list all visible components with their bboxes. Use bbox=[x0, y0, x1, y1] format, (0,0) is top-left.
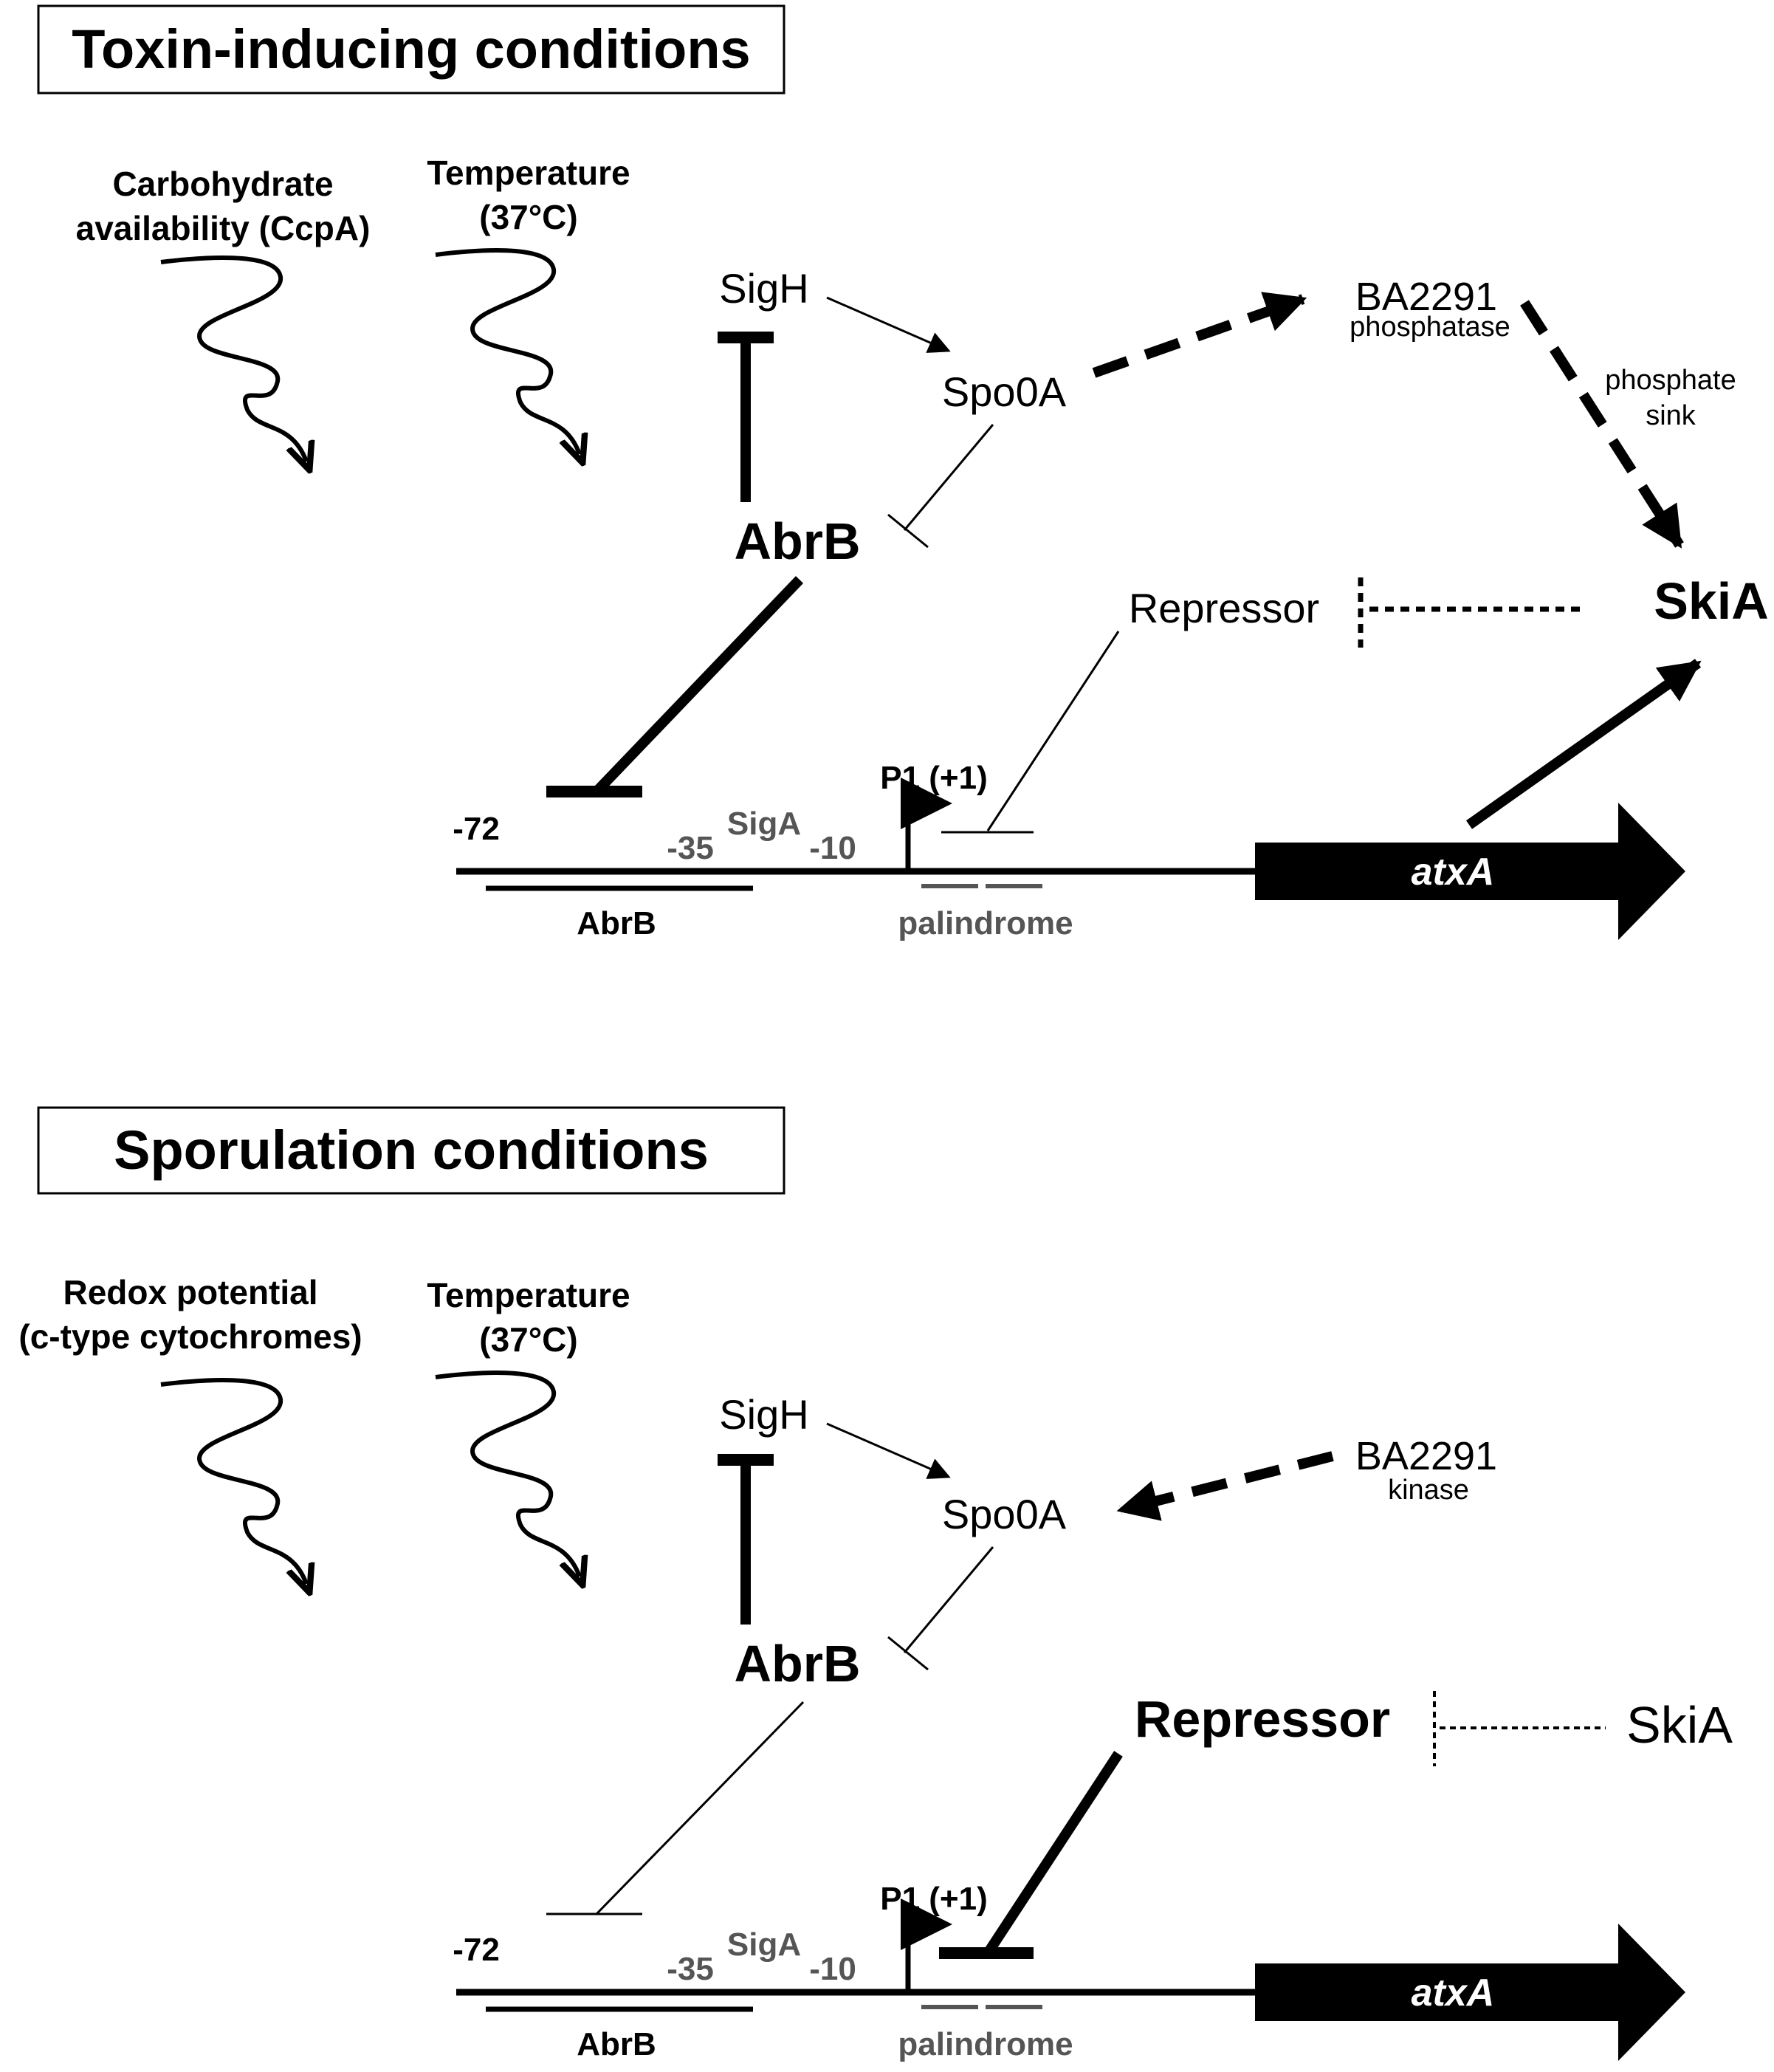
bottom-palindrome-label: palindrome bbox=[898, 2026, 1073, 2062]
bottom-title: Sporulation conditions bbox=[114, 1119, 709, 1181]
bottom-signal-b-line1: Temperature bbox=[427, 1276, 630, 1314]
bottom-repressor-inhibits-palindrome-stem bbox=[983, 1751, 1123, 1956]
top-ba2291-to-skia-dashed-arrow bbox=[1520, 300, 1684, 549]
top-spo0a-to-ba2291-dashed-arrow bbox=[1092, 292, 1307, 378]
top-title: Toxin-inducing conditions bbox=[72, 18, 750, 80]
bottom-abrb-inhibits-promoter-stem bbox=[595, 1701, 805, 1915]
bottom-p1-label: P1 (+1) bbox=[880, 1881, 988, 1917]
bottom-m10-label: -10 bbox=[809, 1951, 856, 1987]
top-atxa-to-skia-arrow bbox=[1465, 659, 1702, 829]
bottom-abrb-site-label: AbrB bbox=[577, 2026, 656, 2062]
bottom-atxa-gene-label: atxA bbox=[1412, 1972, 1495, 2014]
bottom-squiggle-arrow-a bbox=[160, 1378, 306, 1584]
top-title-box bbox=[37, 4, 785, 95]
bottom-repressor-label: Repressor bbox=[1135, 1690, 1390, 1748]
top-atxa-gene-label: atxA bbox=[1412, 851, 1495, 893]
bottom-m35-label: -35 bbox=[667, 1951, 714, 1987]
top-repressor-inhibits-palindrome-stem bbox=[986, 631, 1120, 831]
top-siga-label: SigA bbox=[727, 806, 801, 842]
top-atxa-gene-arrow bbox=[1255, 803, 1685, 940]
top-ba2291-role: phosphatase bbox=[1350, 312, 1510, 343]
bottom-squiggle-arrow-b bbox=[435, 1371, 580, 1577]
top-spo0a-label: Spo0A bbox=[942, 368, 1067, 415]
bottom-skia-label: SkiA bbox=[1626, 1696, 1733, 1754]
top-p1-label: P1 (+1) bbox=[880, 760, 988, 796]
bottom-signal-a-line2: (c-type cytochromes) bbox=[18, 1317, 362, 1356]
top-palindrome-label: palindrome bbox=[898, 905, 1073, 941]
bottom-sigh-label: SigH bbox=[719, 1391, 808, 1438]
bottom-abrb-label: AbrB bbox=[734, 1635, 860, 1692]
top-squiggle-arrow-b bbox=[435, 248, 580, 454]
top-skia-label: SkiA bbox=[1654, 572, 1769, 630]
top-panel: Toxin-inducing conditions Carbohydrate a… bbox=[37, 4, 1769, 941]
bottom-siga-label: SigA bbox=[727, 1927, 801, 1963]
top-signal-b-line2: (37°C) bbox=[479, 198, 577, 236]
top-abrb-inhibits-promoter-stem bbox=[592, 576, 804, 795]
bottom-spo0a-inhibits-abrb-stem bbox=[903, 1546, 994, 1653]
bottom-title-box bbox=[37, 1106, 785, 1195]
bottom-spo0a-label: Spo0A bbox=[942, 1491, 1067, 1537]
bottom-ba2291-to-spo0a-dashed-arrow bbox=[1116, 1451, 1334, 1521]
top-signal-a-line1: Carbohydrate bbox=[112, 165, 333, 203]
top-sink-line1: phosphate bbox=[1605, 365, 1736, 396]
top-m72-label: -72 bbox=[453, 811, 500, 847]
top-spo0a-inhibits-abrb-stem bbox=[903, 424, 994, 531]
top-sigh-label: SigH bbox=[719, 265, 808, 312]
top-squiggle-arrow-a bbox=[160, 255, 306, 462]
bottom-m72-label: -72 bbox=[453, 1932, 500, 1968]
top-m10-label: -10 bbox=[809, 830, 856, 866]
bottom-signal-b-line2: (37°C) bbox=[479, 1320, 577, 1359]
top-repressor-label: Repressor bbox=[1129, 585, 1319, 631]
top-abrb-site-label: AbrB bbox=[577, 905, 656, 941]
bottom-signal-a-line1: Redox potential bbox=[63, 1273, 317, 1311]
top-p1-tss-arrow bbox=[901, 778, 952, 868]
bottom-panel: Sporulation conditions Redox potential (… bbox=[18, 1106, 1733, 2062]
bottom-ba2291-role: kinase bbox=[1388, 1475, 1469, 1506]
top-signal-a-line2: availability (CcpA) bbox=[76, 209, 371, 247]
bottom-p1-tss-arrow bbox=[901, 1898, 952, 1989]
bottom-sigh-to-spo0a-arrow bbox=[826, 1422, 951, 1479]
top-sink-line2: sink bbox=[1646, 400, 1696, 431]
top-abrb-label: AbrB bbox=[734, 512, 860, 570]
top-signal-b-line1: Temperature bbox=[427, 154, 630, 192]
top-m35-label: -35 bbox=[667, 830, 714, 866]
top-sigh-to-spo0a-arrow bbox=[826, 296, 951, 353]
top-spo0a-inhibits-abrb-bar bbox=[887, 513, 929, 549]
bottom-ba2291-label: BA2291 bbox=[1355, 1434, 1497, 1478]
bottom-spo0a-inhibits-abrb-bar bbox=[887, 1636, 929, 1671]
bottom-atxa-gene-arrow bbox=[1255, 1924, 1685, 2061]
top-ba2291-label: BA2291 bbox=[1355, 275, 1497, 319]
